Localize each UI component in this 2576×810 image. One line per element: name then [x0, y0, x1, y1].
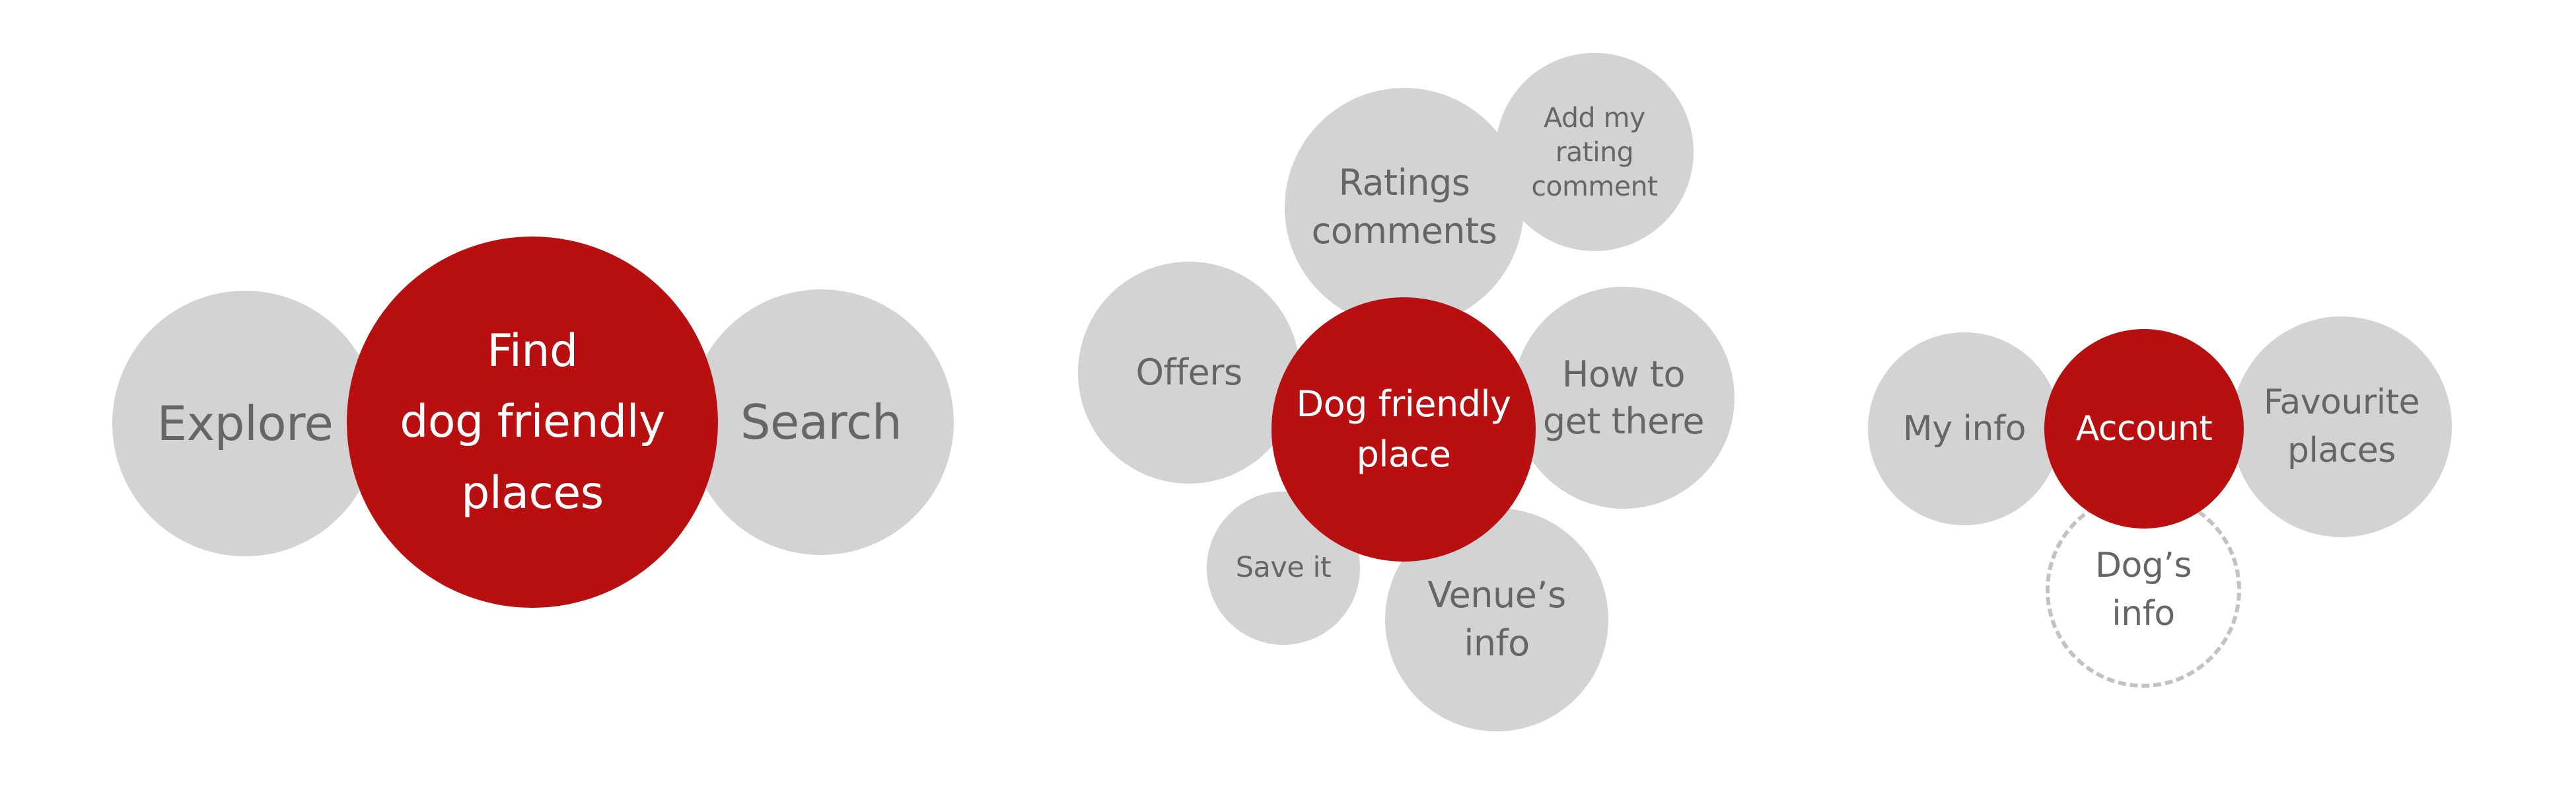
ratings-comments-node[interactable]: Ratings comments — [1285, 88, 1524, 327]
how-to-get-there-node[interactable]: How to get there — [1513, 287, 1735, 509]
account-center-node[interactable]: Account — [2044, 329, 2244, 529]
venue-info-label: Venue’s info — [1427, 574, 1566, 664]
explore-node[interactable]: Explore — [112, 291, 378, 556]
favourite-places-label: Favourite places — [2263, 383, 2420, 470]
find-places-label: Find dog friendly places — [400, 324, 665, 519]
offers-node[interactable]: Offers — [1078, 262, 1300, 484]
offers-label: Offers — [1135, 351, 1242, 393]
explore-label: Explore — [157, 395, 334, 451]
how-to-get-there-label: How to get there — [1542, 353, 1705, 442]
save-it-label: Save it — [1235, 551, 1332, 585]
dogs-info-label: Dog’s info — [2095, 546, 2192, 634]
ratings-comments-label: Ratings comments — [1311, 162, 1497, 252]
dog-friendly-place-center-node[interactable]: Dog friendly place — [1271, 297, 1536, 562]
search-label: Search — [740, 394, 902, 450]
find-places-center-node[interactable]: Find dog friendly places — [347, 237, 718, 608]
account-label: Account — [2075, 408, 2213, 449]
search-node[interactable]: Search — [688, 289, 954, 555]
my-info-node[interactable]: My info — [1868, 332, 2061, 525]
save-it-node[interactable]: Save it — [1207, 492, 1360, 645]
add-rating-comment-label: Add my rating comment — [1531, 101, 1658, 203]
add-rating-comment-node[interactable]: Add my rating comment — [1495, 53, 1694, 251]
dog-friendly-place-label: Dog friendly place — [1296, 383, 1511, 475]
favourite-places-node[interactable]: Favourite places — [2231, 316, 2452, 537]
my-info-label: My info — [1902, 408, 2026, 449]
